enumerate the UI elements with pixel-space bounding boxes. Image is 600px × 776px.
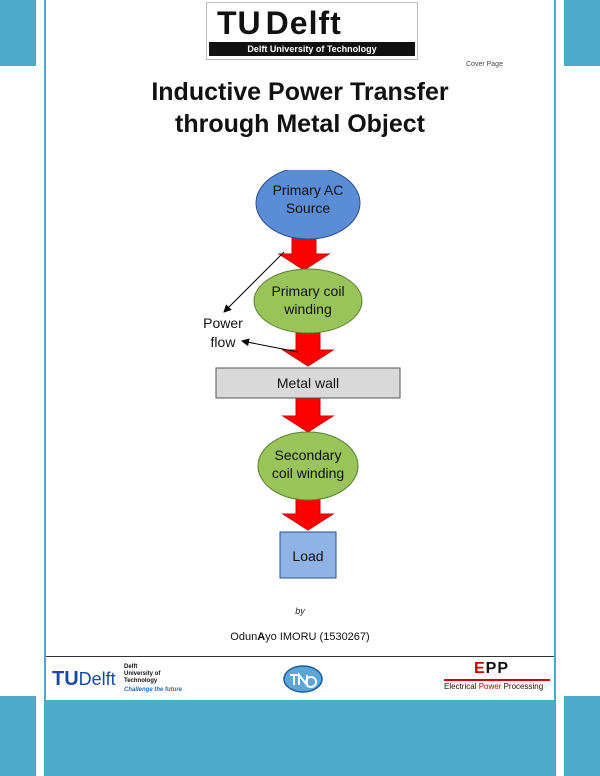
- source-label-1: Primary AC: [273, 182, 344, 198]
- right-inner-strip: [556, 0, 564, 776]
- power-flow-pointer-1: [223, 251, 285, 313]
- logo-delft-text: Delft: [265, 5, 342, 41]
- epp-sub-b: Processing: [501, 682, 544, 691]
- source-label-2: Source: [286, 200, 331, 216]
- logo-tagline: Delft University of Technology: [209, 42, 415, 56]
- page-title: Inductive Power Transfer through Metal O…: [46, 76, 554, 140]
- byline-by: by: [295, 606, 305, 616]
- footer-university-text: Delft University of Technology: [124, 664, 160, 685]
- power-flow-diagram: Primary AC Source Primary coil winding M…: [203, 170, 401, 579]
- primary-coil-node: [253, 268, 363, 334]
- power-flow-label-1: Power: [203, 315, 243, 331]
- epp-pp: PP: [485, 660, 510, 677]
- logo-tu-text: TU: [217, 5, 262, 41]
- author-name-part-1: Odun: [230, 631, 258, 643]
- footer-tu-text: TU: [52, 668, 79, 690]
- arrow-source-to-coil: [277, 235, 331, 271]
- epp-sub-power: Power: [478, 682, 502, 691]
- arrow-coil-to-wall: [281, 331, 335, 367]
- secondary-coil-label-2: coil winding: [272, 465, 344, 481]
- primary-ac-source-node: [255, 170, 361, 240]
- primary-coil-label-2: winding: [283, 301, 331, 317]
- title-line-2: through Metal Object: [175, 110, 425, 138]
- power-flow-pointer-2: [241, 338, 299, 353]
- tno-logo-icon: [283, 665, 323, 693]
- primary-coil-label-1: Primary coil: [271, 283, 344, 299]
- load-label: Load: [292, 548, 323, 564]
- arrow-wall-to-secondary: [281, 397, 335, 433]
- title-line-1: Inductive Power Transfer: [151, 78, 449, 106]
- metal-wall-node: [215, 367, 401, 399]
- footer-uni-line-2: University of: [124, 671, 161, 677]
- author-name: OdunAyo IMORU (1530267): [46, 631, 554, 643]
- left-margin-panel: [0, 66, 38, 696]
- epp-e: E: [474, 660, 486, 677]
- secondary-coil-node: [257, 431, 359, 501]
- cover-page-label: Cover Page: [466, 61, 503, 68]
- epp-rule: [444, 679, 550, 681]
- epp-sub-a: Electrical: [444, 682, 479, 691]
- epp-wordmark: EPP: [474, 660, 509, 678]
- footer-uni-line-3: Technology: [124, 678, 158, 684]
- right-margin-panel: [558, 66, 600, 696]
- metal-wall-label: Metal wall: [277, 375, 339, 391]
- footer-tu-delft-wordmark: TUDelft: [52, 668, 116, 691]
- footer-divider: [46, 656, 554, 657]
- load-node: [279, 531, 337, 579]
- bottom-band: [46, 700, 554, 776]
- footer-tu-delft-logo: TUDelft Delft University of Technology C…: [52, 662, 182, 696]
- footer-epp-logo: EPP Electrical Power Processing: [444, 660, 554, 696]
- epp-subtitle: Electrical Power Processing: [444, 682, 543, 691]
- footer-challenge-text: Challenge the future: [124, 687, 183, 693]
- left-inner-strip: [36, 0, 44, 776]
- secondary-coil-label-1: Secondary: [275, 447, 342, 463]
- arrow-secondary-to-load: [281, 495, 335, 531]
- footer-uni-line-1: Delft: [124, 664, 138, 670]
- author-name-part-2: yo IMORU (1530267): [265, 631, 370, 643]
- author-name-bold: A: [257, 631, 266, 643]
- footer-delft-text: Delft: [78, 669, 116, 689]
- power-flow-label-2: flow: [211, 334, 237, 350]
